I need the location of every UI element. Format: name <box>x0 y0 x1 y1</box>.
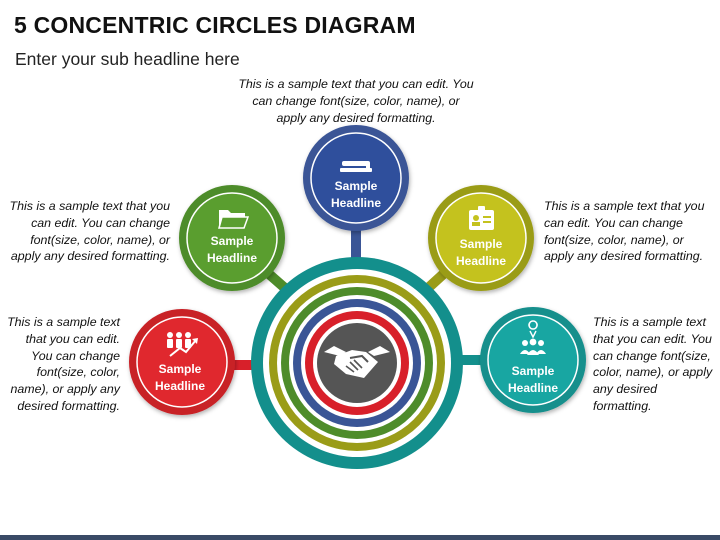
page-title: 5 CONCENTRIC CIRCLES DIAGRAM <box>14 12 416 38</box>
node-upper-left-headline-1: Sample <box>211 234 254 248</box>
team-location-icon <box>520 320 546 355</box>
node-lower-right-description: This is a sample text that you can edit.… <box>593 315 713 413</box>
node-lower-right-headline-2: Headline <box>508 381 558 395</box>
node-lower-left-description: This is a sample text that you can edit.… <box>7 315 120 413</box>
node-upper-right-headline-2: Headline <box>456 254 506 268</box>
folder-icon <box>218 210 250 229</box>
handshake-icon <box>324 346 390 378</box>
node-lower-right-headline-1: Sample <box>512 364 555 378</box>
node-top-headline-1: Sample <box>335 179 378 193</box>
id-card-icon <box>469 206 494 230</box>
page-subtitle: Enter your sub headline here <box>15 49 240 69</box>
node-top <box>303 125 409 231</box>
node-upper-right-headline-1: Sample <box>460 237 503 251</box>
stapler-icon <box>340 161 372 172</box>
bottom-bar <box>0 535 720 540</box>
node-upper-left-description: This is a sample text that you can edit.… <box>9 199 170 264</box>
node-upper-right <box>428 185 534 291</box>
node-lower-left-headline-2: Headline <box>155 379 205 393</box>
node-lower-left-headline-1: Sample <box>159 362 202 376</box>
node-top-description: This is a sample text that you can edit.… <box>238 77 474 125</box>
node-lower-left <box>129 309 235 415</box>
node-upper-left-headline-2: Headline <box>207 251 257 265</box>
node-top-headline-2: Headline <box>331 196 381 210</box>
team-growth-icon <box>167 332 198 357</box>
node-upper-right-description: This is a sample text that you can edit.… <box>544 199 705 264</box>
node-lower-right <box>480 307 586 413</box>
node-upper-left <box>179 185 285 291</box>
